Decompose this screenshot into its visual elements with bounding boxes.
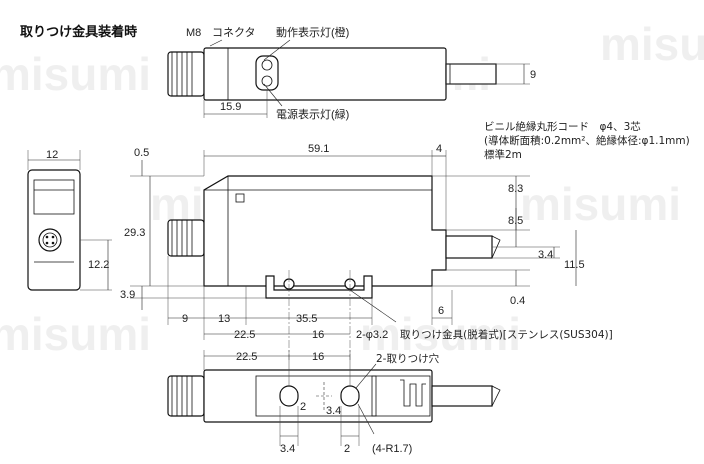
dim-bottom-2b: 2	[344, 443, 350, 455]
dim-front-29-3: 29.3	[124, 227, 145, 239]
watermark: misumi	[0, 308, 151, 360]
dim-front-3-9: 3.9	[120, 289, 135, 301]
label-mount-holes: 2-取りつけ穴	[376, 352, 440, 365]
dim-front-9: 9	[182, 313, 188, 325]
dim-bottom-3-4b: 3.4	[280, 443, 295, 455]
dim-front-8-5: 8.5	[508, 215, 523, 227]
dim-front-35-5: 35.5	[296, 313, 317, 325]
dim-front-59-1: 59.1	[308, 143, 329, 155]
label-power-indicator: 電源表示灯(緑)	[276, 107, 349, 121]
dim-front-22-5: 22.5	[234, 329, 255, 341]
end-view	[27, 150, 112, 291]
label-cable-line1: ビニル絶縁丸形コード φ4、3芯	[484, 120, 641, 133]
dim-front-6: 6	[438, 305, 444, 317]
dim-front-3-4: 3.4	[538, 249, 553, 261]
dim-front-8-3: 8.3	[508, 183, 523, 195]
label-hole-spec: 2-φ3.2	[356, 329, 388, 341]
dim-side-12-2: 12.2	[88, 259, 109, 271]
dim-top-9: 9	[530, 69, 536, 81]
label-m8: M8	[186, 27, 201, 39]
dim-bottom-3-4a: 3.4	[326, 405, 341, 417]
label-operation-indicator: 動作表示灯(橙)	[276, 25, 349, 39]
drawing-title: 取りつけ金具装着時	[20, 24, 137, 40]
label-bracket: 取りつけ金具(脱着式)[ステンレス(SUS304)]	[400, 328, 613, 341]
dim-front-11-5: 11.5	[564, 259, 585, 271]
dim-bottom-16: 16	[312, 351, 324, 363]
label-connector: コネクタ	[212, 26, 256, 39]
watermark: misumi	[0, 48, 151, 100]
watermark: misumi	[360, 308, 521, 360]
dim-side-12: 12	[46, 149, 58, 161]
dim-bottom-22-5: 22.5	[236, 351, 257, 363]
watermark: misumi	[520, 178, 681, 230]
top-view	[167, 39, 530, 118]
watermark-group: misumi misumi misumi misumi misumi misum…	[0, 18, 704, 360]
front-view	[130, 150, 577, 360]
dim-front-13: 13	[218, 313, 230, 325]
dim-bottom-2a: 2	[300, 401, 306, 413]
dim-front-0-5: 0.5	[134, 147, 149, 159]
watermark: misumi	[600, 18, 704, 70]
dim-front-0-4: 0.4	[510, 295, 525, 307]
dim-top-15-9: 15.9	[220, 101, 241, 113]
label-radius: (4-R1.7)	[372, 443, 412, 455]
dim-front-16: 16	[312, 329, 324, 341]
dim-front-4: 4	[436, 143, 442, 155]
label-cable-line3: 標準2m	[484, 148, 522, 161]
label-cable-line2: (導体断面積:0.2mm²、絶縁体径:φ1.1mm)	[484, 134, 690, 147]
bottom-view	[167, 350, 501, 446]
